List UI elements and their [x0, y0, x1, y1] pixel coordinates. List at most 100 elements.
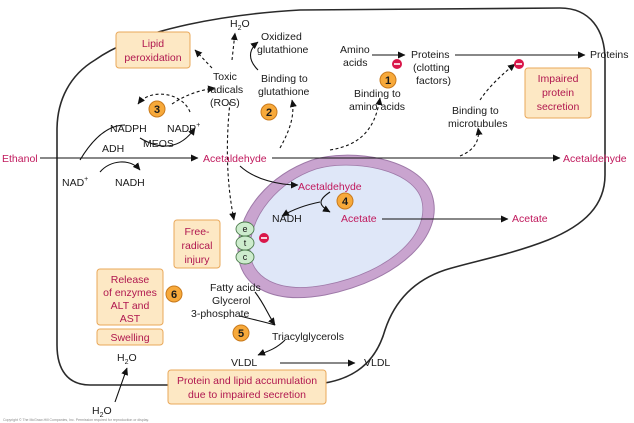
inhibit-amino	[392, 59, 402, 69]
amino-acids-line2: acids	[343, 57, 368, 69]
meos-label: MEOS	[143, 138, 174, 150]
arrow-nad-to-nadh	[99, 161, 141, 173]
arrow-meos-to-ros	[171, 85, 216, 105]
accum-line2: due to impaired secretion	[188, 389, 306, 401]
fatty-acids-label: Fatty acids	[210, 282, 261, 294]
acetate-right-label: Acetate	[512, 213, 548, 225]
oxidized-glutathione-line1: Oxidized	[261, 31, 302, 43]
release-enzymes-box: Release of enzymes ALT and AST	[96, 268, 164, 326]
arrow-ros-to-etc	[226, 101, 237, 221]
impaired-protein-secretion-box: Impaired protein secretion	[524, 67, 592, 119]
nad-label: NAD+	[62, 176, 88, 189]
badge-3: 3	[148, 100, 166, 118]
toxic-radicals-line3: (ROS)	[210, 97, 240, 109]
proteins-mid-line1: Proteins	[411, 49, 450, 61]
adh-label: ADH	[102, 143, 124, 155]
ethanol-label: Ethanol	[2, 153, 38, 165]
arrow-nadp-cycle	[137, 93, 191, 113]
arrow-to-oxidized-glutathione	[249, 41, 259, 71]
svg-text:2: 2	[266, 107, 272, 119]
svg-text:4: 4	[342, 196, 349, 208]
binding-amino-line2: amino acids	[349, 101, 405, 113]
arrow-glycerol-to-tag	[239, 315, 276, 326]
arrow-h2o-in	[114, 367, 128, 403]
nadh-left-label: NADH	[115, 177, 145, 189]
swelling-label: Swelling	[110, 332, 149, 344]
arrow-acetaldehyde-to-microtubules	[459, 127, 483, 157]
etc-label-e: e	[242, 224, 247, 234]
etc-label-t: t	[244, 238, 247, 248]
binding-amino-line1: Binding to	[354, 88, 401, 100]
impaired-line3: secretion	[537, 101, 580, 113]
free-line3: injury	[184, 254, 210, 266]
accum-line1: Protein and lipid accumulation	[177, 375, 317, 387]
arrow-meos-branch	[79, 124, 126, 161]
arrow-fatty-acids-to-tag	[254, 291, 276, 326]
acetate-mito-label: Acetate	[341, 213, 377, 225]
free-radical-injury-box: Free- radical injury	[173, 219, 221, 269]
mitochondrion	[237, 154, 435, 299]
badge-5: 5	[232, 324, 250, 342]
badge-1: 1	[379, 71, 397, 89]
vldl-left-label: VLDL	[231, 357, 257, 369]
arrow-ros-to-h2o	[230, 32, 238, 61]
arrow-microtubules-to-secretion	[479, 63, 516, 101]
arrow-nadph-to-nadp	[139, 127, 196, 147]
impaired-line1: Impaired	[538, 73, 579, 85]
vldl-right-label: VLDL	[364, 357, 390, 369]
binding-glutathione-line1: Binding to	[261, 73, 308, 85]
acetaldehyde-mito-label: Acetaldehyde	[298, 181, 362, 193]
svg-text:1: 1	[385, 75, 391, 87]
mitochondrion-matrix	[249, 164, 424, 288]
lipid-peroxidation-box: Lipid peroxidation	[115, 31, 191, 69]
nadp-label: NADP+	[167, 122, 200, 135]
h2o-bottom-label: H2O	[92, 405, 112, 419]
acetaldehyde-right-label: Acetaldehyde	[563, 153, 627, 165]
protein-lipid-accumulation-box: Protein and lipid accumulation due to im…	[167, 369, 327, 405]
binding-micro-line1: Binding to	[452, 105, 499, 117]
lipid-line1: Lipid	[142, 38, 164, 50]
acetaldehyde-main-label: Acetaldehyde	[203, 153, 267, 165]
proteins-mid-line3: factors)	[416, 75, 451, 87]
release-line1: Release	[111, 274, 150, 286]
copyright-notice: Copyright © The McGraw-Hill Companies, I…	[3, 418, 149, 422]
proteins-right-label: Proteins	[590, 49, 629, 61]
badge-2: 2	[260, 103, 278, 121]
arrow-to-nadh-mito	[281, 201, 321, 217]
binding-micro-line2: microtubules	[448, 118, 508, 130]
glycerol-line1: Glycerol	[212, 295, 251, 307]
release-line2: of enzymes	[103, 287, 157, 299]
oxidized-glutathione-line2: glutathione	[257, 44, 309, 56]
arrow-acetaldehyde-to-acetate	[320, 191, 331, 213]
svg-text:5: 5	[238, 328, 244, 340]
glycerol-line2: 3-phosphate	[191, 308, 250, 320]
svg-text:6: 6	[171, 289, 177, 301]
lipid-line2: peroxidation	[124, 52, 181, 64]
nadph-label: NADPH	[110, 123, 147, 135]
binding-glutathione-line2: glutathione	[258, 86, 310, 98]
release-line4: AST	[120, 313, 141, 325]
inhibit-proteins	[514, 59, 524, 69]
toxic-radicals-line1: Toxic	[213, 71, 237, 83]
release-line3: ALT and	[111, 300, 150, 312]
h2o-inner-label: H2O	[117, 352, 137, 366]
badge-4: 4	[336, 192, 354, 210]
h2o-top-label: H2O	[230, 18, 250, 32]
electron-transport-chain: e t c	[235, 221, 255, 265]
amino-acids-line1: Amino	[340, 44, 370, 56]
arrow-ros-to-lipid	[194, 49, 213, 69]
arrow-tag-to-vldl	[257, 339, 286, 356]
badge-6: 6	[165, 285, 183, 303]
arrow-acetaldehyde-into-mito	[239, 165, 299, 189]
toxic-radicals-line2: radicals	[207, 84, 243, 96]
inhibit-etc	[259, 233, 269, 243]
free-line2: radical	[182, 240, 213, 252]
svg-text:3: 3	[154, 104, 160, 116]
impaired-line2: protein	[542, 87, 574, 99]
free-line1: Free-	[184, 226, 210, 238]
arrow-acetaldehyde-to-glutathione	[279, 99, 297, 149]
etc-label-c: c	[243, 252, 248, 262]
nadh-mito-label: NADH	[272, 213, 302, 225]
triacylglycerols-label: Triacylglycerols	[272, 331, 344, 343]
